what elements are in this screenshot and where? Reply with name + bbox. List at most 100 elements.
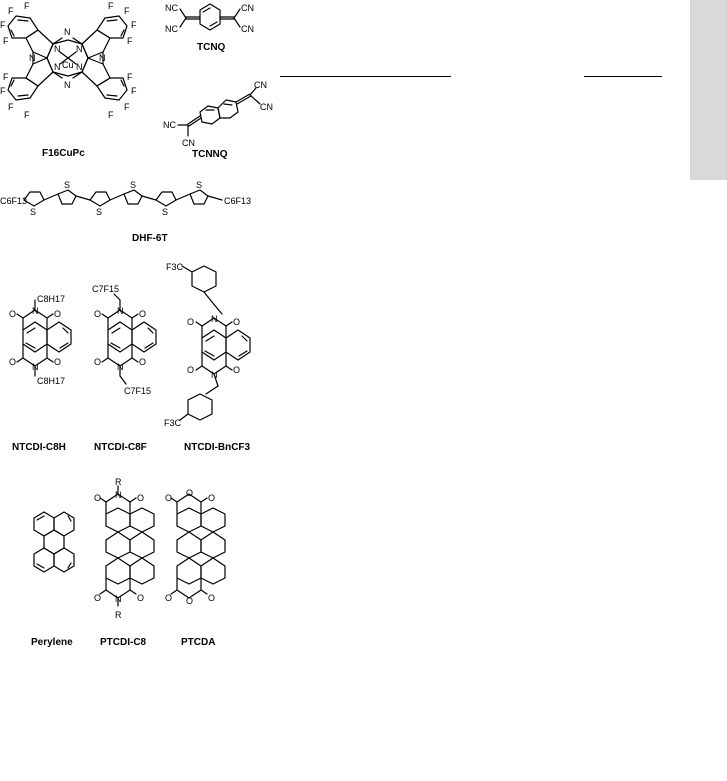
atom-label: F (131, 20, 137, 30)
atom-label: R (115, 610, 122, 620)
perylene-structure (33, 511, 75, 573)
atom-label: F (127, 36, 133, 46)
atom-label: O (186, 596, 193, 606)
atom-label: N (32, 306, 39, 316)
atom-label: O (94, 309, 101, 319)
ntcdi-c8h-structure: N N O O O O C8H17 C8H17 (9, 294, 72, 386)
tcnnq-structure: NC CN CN CN (163, 80, 273, 148)
atom-label: F (0, 20, 6, 30)
atom-label: N (99, 53, 106, 63)
atom-label: F (24, 110, 30, 120)
atom-label: CN (241, 24, 254, 34)
atom-label: F (108, 1, 114, 11)
atom-label: CN (241, 3, 254, 13)
atom-label: O (94, 593, 101, 603)
perylene-label: Perylene (31, 637, 73, 648)
atom-label: O (165, 493, 172, 503)
atom-label: O (94, 493, 101, 503)
atom-label: O (9, 357, 16, 367)
atom-label: N (32, 362, 39, 372)
atom-label: N (76, 62, 83, 72)
ntcdi-c8h-top-chain: C8H17 (37, 294, 65, 304)
atom-label: N (115, 490, 122, 500)
atom-label: CN (260, 102, 273, 112)
atom-label: F (3, 72, 9, 82)
atom-label: S (64, 180, 70, 190)
f16cupc-fluorine-labels: F F F F F F F F F F F F F F F F (0, 1, 137, 120)
atom-label: O (165, 593, 172, 603)
ntcdi-c8h-label: NTCDI-C8H (12, 442, 66, 453)
atom-label: O (233, 317, 240, 327)
atom-label: S (130, 180, 136, 190)
ptcda-label: PTCDA (181, 637, 216, 648)
atom-label: N (117, 306, 124, 316)
atom-label: O (139, 357, 146, 367)
atom-label: F (131, 86, 137, 96)
ntcdi-c8f-label: NTCDI-C8F (94, 442, 147, 453)
ntcdi-c8f-structure: N N O O O O C7F15 C7F15 (92, 284, 157, 396)
atom-label: S (96, 207, 102, 217)
ntcdi-c8f-bottom-chain: C7F15 (124, 386, 151, 396)
atom-label: F (124, 102, 130, 112)
ntcdi-bncf3-structure: N N O O O O F3C F3C (164, 262, 251, 428)
atom-label: O (9, 309, 16, 319)
ptcda-structure: O O O O O O (165, 488, 226, 606)
dhf6t-structure: S S S S S S C6F13 C6F13 (0, 180, 251, 217)
atom-label: O (139, 309, 146, 319)
ntcdi-c8f-top-chain: C7F15 (92, 284, 119, 294)
tcnq-label: TCNQ (197, 42, 226, 53)
atom-label: O (137, 593, 144, 603)
atom-label: O (187, 365, 194, 375)
dhf6t-label: DHF-6T (132, 233, 168, 244)
atom-label: CN (254, 80, 267, 90)
atom-label: N (117, 362, 124, 372)
atom-label: N (76, 44, 83, 54)
tcnq-structure: NC NC CN CN (165, 3, 254, 34)
atom-label: CN (182, 138, 195, 148)
atom-label: O (186, 488, 193, 498)
dhf6t-thiophene-chain (23, 189, 223, 207)
f16cupc-core (25, 29, 111, 87)
atom-label: N (64, 27, 71, 37)
dhf6t-sulfur-labels: S S S S S S (30, 180, 202, 217)
atom-label: F (3, 36, 9, 46)
f16cupc-copper-label: Cu (62, 60, 74, 70)
atom-label: F (24, 1, 30, 11)
atom-label: O (233, 365, 240, 375)
atom-label: N (64, 80, 71, 90)
atom-label: O (54, 309, 61, 319)
divider-rule-right (584, 76, 662, 77)
ntcdi-bncf3-bottom-cf3: F3C (164, 418, 182, 428)
atom-label: N (29, 53, 36, 63)
f16cupc-structure: F F F F F F F F F F F F F F F F N N N N … (0, 1, 137, 120)
atom-label: F (108, 110, 114, 120)
divider-rule-left (280, 76, 451, 77)
atom-label: F (8, 102, 14, 112)
atom-label: N (211, 314, 218, 324)
ptcdi-c8-label: PTCDI-C8 (100, 637, 147, 648)
atom-label: O (137, 493, 144, 503)
f16cupc-benzo-rings (7, 15, 128, 101)
atom-label: S (162, 207, 168, 217)
atom-label: NC (163, 120, 176, 130)
ntcdi-bncf3-top-cf3: F3C (166, 262, 184, 272)
atom-label: F (0, 86, 6, 96)
atom-label: N (211, 370, 218, 380)
atom-label: NC (165, 24, 178, 34)
atom-label: O (208, 593, 215, 603)
atom-label: O (54, 357, 61, 367)
atom-label: S (196, 180, 202, 190)
atom-label: F (8, 6, 14, 16)
atom-label: N (54, 44, 61, 54)
side-tab-marker (690, 0, 727, 180)
ntcdi-c8h-bottom-chain: C8H17 (37, 376, 65, 386)
atom-label: S (30, 207, 36, 217)
dhf6t-left-chain-label: C6F13 (0, 196, 27, 206)
atom-label: F (127, 72, 133, 82)
f16cupc-nitrogen-labels: N N N N N N N N (29, 27, 106, 90)
atom-label: N (115, 594, 122, 604)
atom-label: O (94, 357, 101, 367)
atom-label: O (187, 317, 194, 327)
f16cupc-label: F16CuPc (42, 148, 85, 159)
f16cupc-aza-bridges (32, 37, 104, 79)
